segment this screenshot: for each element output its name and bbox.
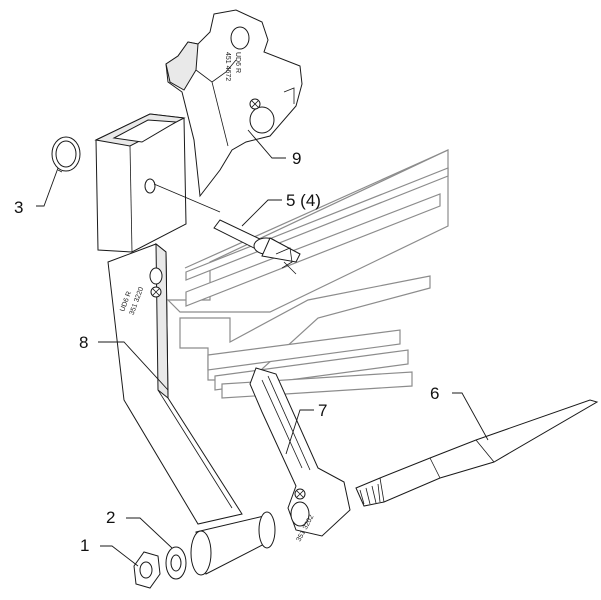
part-5-pin <box>213 219 301 275</box>
callout-6: 6 <box>430 384 439 403</box>
callout-2: 2 <box>106 508 115 527</box>
callouts: 3 9 5 (4) 8 6 7 2 1 <box>14 149 439 555</box>
callout-9: 9 <box>292 149 301 168</box>
part-7-link: 351 3202 <box>249 367 351 543</box>
socket-block <box>94 113 221 253</box>
part-9-bracket: UD6 R 451 4672 <box>165 9 303 198</box>
callout-8: 8 <box>79 333 88 352</box>
part-1-nut <box>133 551 161 589</box>
watermark-logo <box>166 149 449 399</box>
part-3-retaining-ring <box>51 136 81 173</box>
callout-5: 5 (4) <box>286 191 321 210</box>
part-6-tine <box>355 399 599 507</box>
part-9-stamp-line2: 451 4672 <box>224 52 231 81</box>
leader-lines <box>36 129 489 567</box>
part-8-arm: UD6 R 351 3220 <box>107 242 243 525</box>
part-9-stamp-line1: UD6 R <box>234 52 241 73</box>
callout-1: 1 <box>80 536 89 555</box>
part-2-spacer <box>165 511 276 580</box>
callout-3: 3 <box>14 198 23 217</box>
callout-7: 7 <box>318 401 327 420</box>
